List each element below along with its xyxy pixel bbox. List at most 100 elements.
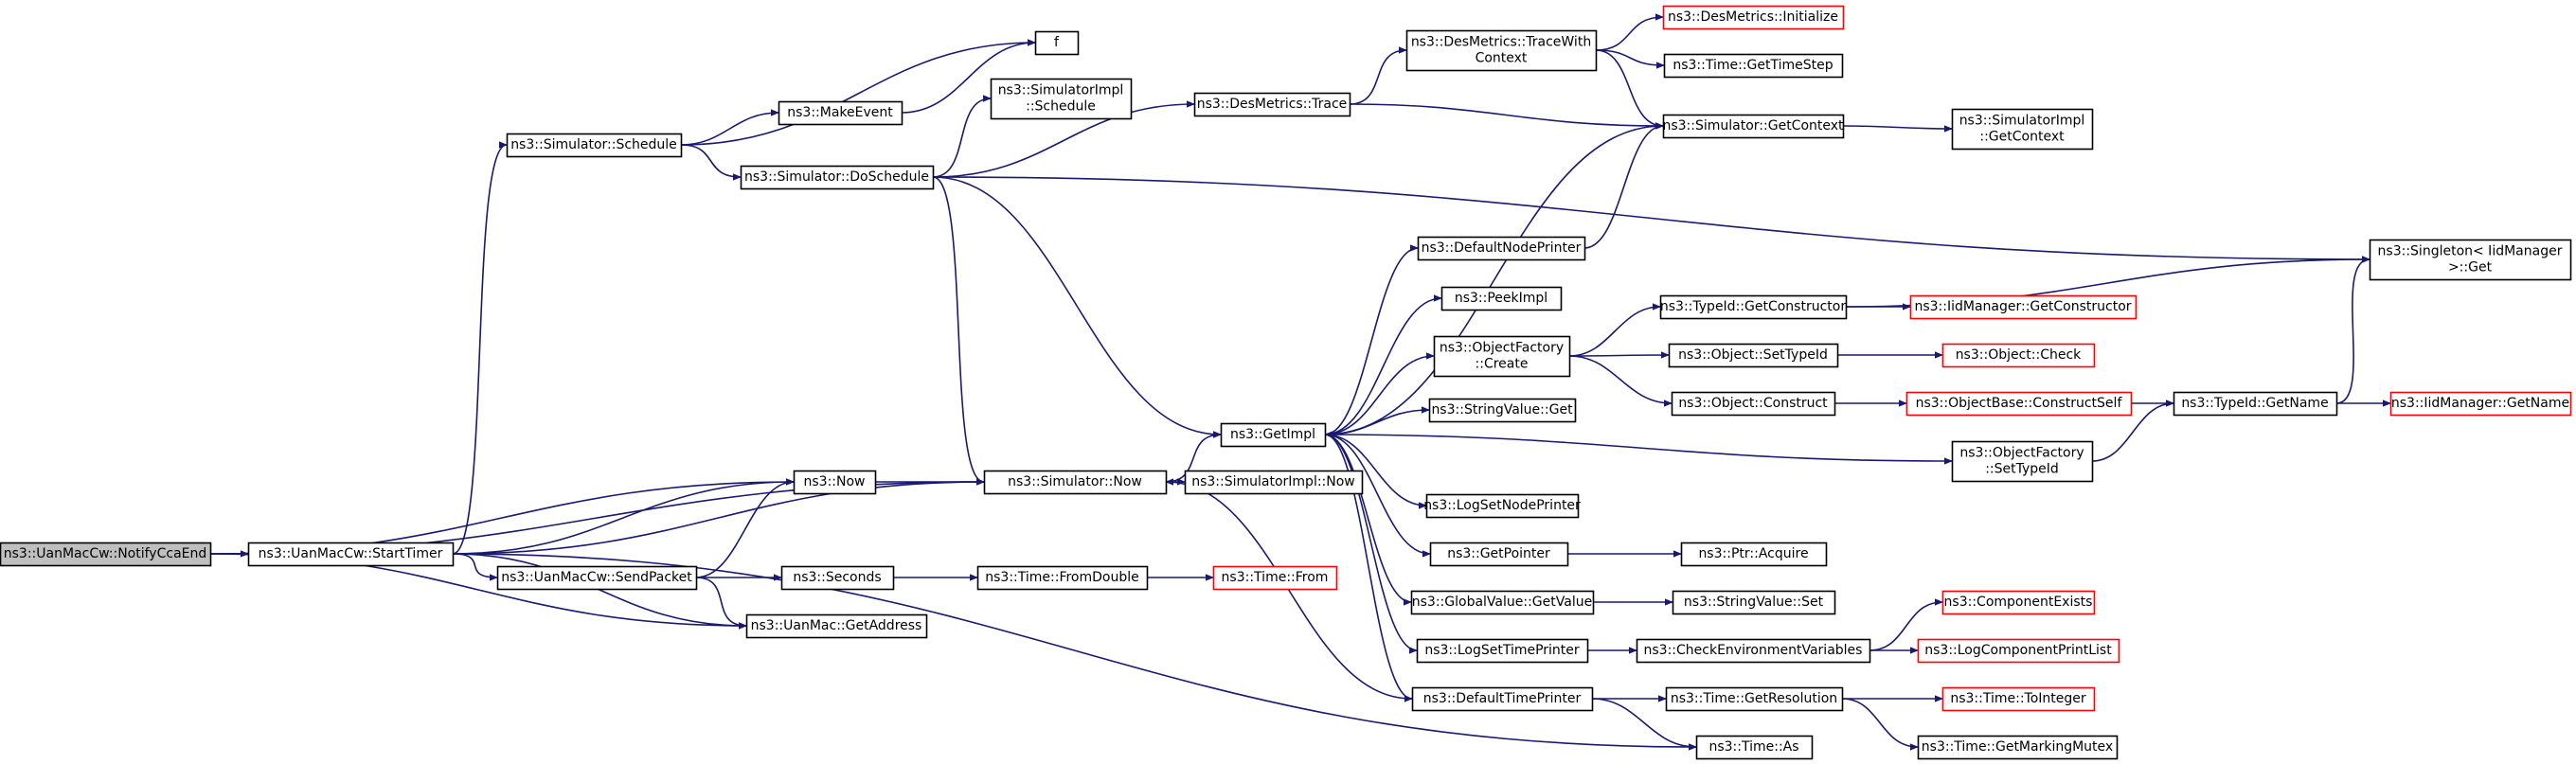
node-timegetresolution[interactable]: ns3::Time::GetResolution [1665, 686, 1844, 712]
node-simnow[interactable]: ns3::Simulator::Now [983, 470, 1168, 495]
node-f-box [1034, 30, 1080, 56]
node-defaulttimeprinter[interactable]: ns3::DefaultTimePrinter [1411, 686, 1594, 712]
node-timeas-box [1695, 735, 1814, 760]
edge-starttimer-to-sendpacket [452, 553, 497, 577]
node-timetointeger[interactable]: ns3::Time::ToInteger [1941, 686, 2096, 712]
node-getpointer[interactable]: ns3::GetPointer [1429, 542, 1569, 567]
node-simimplschedule-label-1: ::Schedule [1026, 99, 1096, 115]
node-logsetnodeprinter-label-0: ns3::LogSetNodePrinter [1423, 498, 1581, 513]
node-iidgetname[interactable]: ns3::IidManager::GetName [2389, 391, 2572, 417]
node-fromdouble-label-0: ns3::Time::FromDouble [985, 570, 1139, 585]
node-ns3now[interactable]: ns3::Now [793, 470, 877, 495]
node-timegetmarkingmutex-box [1917, 735, 2119, 760]
edge-objfactorycreate-to-objconstruct [1568, 355, 1672, 403]
edge-defaulttimeprinter-to-simnow [1166, 482, 1413, 700]
edge-tracewithcontext-to-simgetcontext [1595, 49, 1664, 126]
node-notify[interactable]: ns3::UanMacCw::NotifyCcaEnd [0, 542, 212, 567]
node-objfactorycreate[interactable]: ns3::ObjectFactory::Create [1433, 335, 1571, 378]
node-getpointer-box [1429, 542, 1569, 567]
node-desmetricstrace[interactable]: ns3::DesMetrics::Trace [1193, 92, 1351, 117]
node-timetointeger-box [1941, 686, 2096, 712]
node-makeevent-box [778, 100, 903, 126]
node-starttimer[interactable]: ns3::UanMacCw::StartTimer [247, 542, 455, 567]
node-logcomponentprintlist[interactable]: ns3::LogComponentPrintList [1917, 638, 2120, 664]
node-objconstruct[interactable]: ns3::Object::Construct [1671, 391, 1836, 417]
node-checkenvvars-box [1636, 638, 1871, 664]
edge-makeevent-to-f [901, 43, 1035, 114]
node-desmetricsinit[interactable]: ns3::DesMetrics::Initialize [1662, 5, 1845, 30]
node-logsettimeprinter-label-0: ns3::LogSetTimePrinter [1424, 643, 1580, 658]
node-timegettimestep[interactable]: ns3::Time::GetTimeStep [1663, 53, 1844, 79]
node-globalgetvalue-label-0: ns3::GlobalValue::GetValue [1412, 595, 1592, 610]
edge-desmetricstrace-to-tracewithcontext [1349, 50, 1406, 105]
node-objfactorycreate-label-0: ns3::ObjectFactory [1440, 341, 1564, 356]
node-peekimpl[interactable]: ns3::PeekImpl [1440, 286, 1563, 311]
node-objfactorysettypeid-label-1: ::SetTypeId [1985, 462, 2059, 477]
node-doschedule[interactable]: ns3::Simulator::DoSchedule [740, 165, 935, 190]
node-seconds-label-0: ns3::Seconds [793, 570, 881, 585]
node-stringvalueget-label-0: ns3::StringValue::Get [1431, 402, 1573, 418]
node-ptracquire[interactable]: ns3::Ptr::Acquire [1680, 542, 1828, 567]
node-simimplgetcontext-box [1951, 108, 2094, 151]
node-starttimer-label-0: ns3::UanMacCw::StartTimer [259, 546, 443, 561]
node-objfactorycreate-box [1433, 335, 1571, 378]
edge-tracewithcontext-to-desmetricsinit [1595, 17, 1663, 51]
node-seconds[interactable]: ns3::Seconds [780, 565, 895, 591]
node-globalgetvalue[interactable]: ns3::GlobalValue::GetValue [1410, 590, 1595, 615]
node-peekimpl-label-0: ns3::PeekImpl [1455, 291, 1547, 306]
node-componentexists[interactable]: ns3::ComponentExists [1941, 590, 2096, 615]
node-iidgetconstructor[interactable]: ns3::IidManager::GetConstructor [1909, 294, 2138, 320]
node-stringvalueget[interactable]: ns3::StringValue::Get [1428, 398, 1577, 423]
edge-starttimer-to-ns3now [452, 482, 794, 555]
node-objfactorycreate-label-1: ::Create [1476, 357, 1529, 372]
node-logsettimeprinter[interactable]: ns3::LogSetTimePrinter [1416, 638, 1589, 664]
node-tracewithcontext-box [1405, 29, 1598, 72]
node-tracewithcontext-label-0: ns3::DesMetrics::TraceWith [1411, 35, 1591, 50]
node-simnow-label-0: ns3::Simulator::Now [1008, 474, 1142, 489]
node-timegetresolution-label-0: ns3::Time::GetResolution [1671, 691, 1837, 706]
node-simimplschedule-label-0: ns3::SimulatorImpl [998, 83, 1124, 98]
node-timegetmarkingmutex[interactable]: ns3::Time::GetMarkingMutex [1917, 735, 2119, 760]
edge-starttimer-to-schedule [452, 145, 508, 555]
node-getaddress-label-0: ns3::UanMac::GetAddress [751, 618, 922, 633]
node-defaultnodeprinter[interactable]: ns3::DefaultNodePrinter [1417, 236, 1586, 261]
node-stringvalueset[interactable]: ns3::StringValue::Set [1672, 590, 1836, 615]
node-makeevent[interactable]: ns3::MakeEvent [778, 100, 903, 126]
edge-checkenvvars-to-componentexists [1869, 602, 1942, 651]
node-getaddress[interactable]: ns3::UanMac::GetAddress [745, 613, 928, 639]
node-objsettypeid[interactable]: ns3::Object::SetTypeId [1668, 343, 1839, 368]
node-simimplschedule[interactable]: ns3::SimulatorImpl::Schedule [990, 78, 1133, 120]
node-objconstruct-label-0: ns3::Object::Construct [1678, 396, 1828, 411]
node-simimplnow[interactable]: ns3::SimulatorImpl::Now [1184, 470, 1364, 495]
node-logsetnodeprinter[interactable]: ns3::LogSetNodePrinter [1423, 493, 1581, 519]
node-singletonget[interactable]: ns3::Singleton< IidManager >::Get [2369, 239, 2572, 281]
node-constructself[interactable]: ns3::ObjectBase::ConstructSelf [1905, 391, 2133, 417]
node-simgetcontext[interactable]: ns3::Simulator::GetContext [1662, 114, 1845, 139]
node-objcheck[interactable]: ns3::Object::Check [1941, 343, 2096, 368]
node-timefrom[interactable]: ns3::Time::From [1212, 565, 1338, 591]
node-stringvalueset-box [1672, 590, 1836, 615]
edge-getimpl-to-defaultnodeprinter [1324, 248, 1419, 435]
node-simimplgetcontext[interactable]: ns3::SimulatorImpl::GetContext [1951, 108, 2094, 151]
node-objcheck-box [1941, 343, 2096, 368]
node-timefrom-box [1212, 565, 1338, 591]
node-timeas[interactable]: ns3::Time::As [1695, 735, 1814, 760]
node-sendpacket-label-0: ns3::UanMacCw::SendPacket [501, 570, 692, 585]
node-fromdouble[interactable]: ns3::Time::FromDouble [976, 565, 1149, 591]
node-objfactorysettypeid[interactable]: ns3::ObjectFactory::SetTypeId [1951, 440, 2094, 483]
node-getimpl[interactable]: ns3::GetImpl [1220, 422, 1327, 448]
node-schedule[interactable]: ns3::Simulator::Schedule [506, 133, 683, 158]
node-doschedule-label-0: ns3::Simulator::DoSchedule [744, 169, 929, 185]
node-getaddress-box [745, 613, 928, 639]
node-sendpacket[interactable]: ns3::UanMacCw::SendPacket [496, 565, 698, 591]
node-checkenvvars[interactable]: ns3::CheckEnvironmentVariables [1636, 638, 1871, 664]
node-f[interactable]: f [1034, 30, 1080, 56]
node-typeidgetconstructor[interactable]: ns3::TypeId::GetConstructor [1659, 294, 1848, 320]
node-timegettimestep-label-0: ns3::Time::GetTimeStep [1673, 58, 1833, 73]
node-typeidgetname[interactable]: ns3::TypeId::GetName [2173, 391, 2338, 417]
node-simimplgetcontext-label-0: ns3::SimulatorImpl [1959, 114, 2085, 129]
node-singletonget-label-0: ns3::Singleton< IidManager [2378, 244, 2563, 259]
node-starttimer-box [247, 542, 455, 567]
